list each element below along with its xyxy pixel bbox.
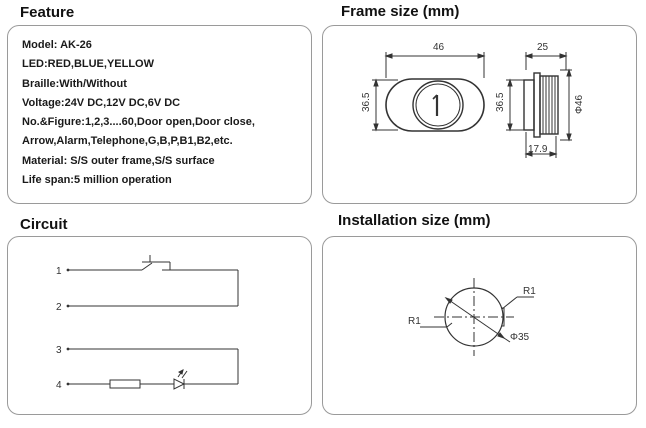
- installation-diameter-label: Φ35: [510, 332, 530, 343]
- frame-side-height-label: 36.5: [495, 92, 506, 112]
- circuit-pin-3-label: 3: [56, 345, 62, 356]
- circuit-heading: Circuit: [20, 216, 68, 233]
- feature-line-voltage: Voltage:24V DC,12V DC,6V DC: [22, 96, 181, 109]
- feature-line-led: LED:RED,BLUE,YELLOW: [22, 58, 154, 71]
- feature-line-braille: Braille:With/Without: [22, 77, 127, 90]
- frame-front-width-label: 46: [433, 42, 445, 53]
- circuit-panel: [7, 236, 312, 415]
- feature-line-material: Material: S/S outer frame,S/S surface: [22, 154, 215, 167]
- installation-r1-right-label: R1: [523, 286, 536, 297]
- installation-panel: [322, 236, 637, 415]
- frame-size-panel: [322, 25, 637, 204]
- frame-front-height-label: 36.5: [361, 92, 372, 112]
- installation-heading: Installation size (mm): [338, 212, 491, 229]
- feature-panel: [7, 25, 312, 204]
- frame-side-depth-label: 25: [537, 42, 549, 53]
- circuit-pin-1-label: 1: [56, 266, 62, 277]
- circuit-pin-4-label: 4: [56, 380, 62, 391]
- feature-line-model: Model: AK-26: [22, 39, 92, 51]
- frame-side-bottom-label: 17.9: [528, 144, 548, 155]
- frame-side-diameter-label: Φ46: [574, 94, 585, 114]
- circuit-pin-2-label: 2: [56, 302, 62, 313]
- feature-list: Model: AK-26 LED:RED,BLUE,YELLOW Braille…: [22, 36, 255, 190]
- feature-line-figures-cont: Arrow,Alarm,Telephone,G,B,P,B1,B2,etc.: [22, 135, 233, 148]
- feature-heading: Feature: [20, 4, 75, 21]
- installation-r1-left-label: R1: [408, 316, 421, 327]
- feature-line-lifespan: Life span:5 million operation: [22, 174, 172, 187]
- frame-size-heading: Frame size (mm): [341, 3, 460, 20]
- feature-line-figures: No.&Figure:1,2,3....60,Door open,Door cl…: [22, 116, 255, 129]
